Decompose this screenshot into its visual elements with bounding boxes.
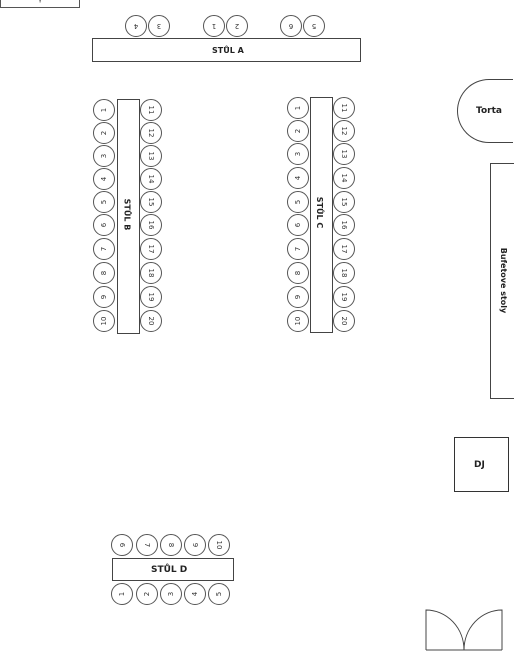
table-c-seat: 18 xyxy=(333,262,355,284)
table-b-seat: 17 xyxy=(140,238,162,260)
table-a: STŮL A xyxy=(92,38,361,62)
table-b-seat: 1 xyxy=(93,99,115,121)
dj-label: DJ xyxy=(474,460,485,470)
table-b-seat: 19 xyxy=(140,286,162,308)
table-d: STŮL D xyxy=(112,558,234,581)
table-d-seat: 5 xyxy=(208,583,230,605)
table-d-seat: 2 xyxy=(136,583,158,605)
table-b-seat: 4 xyxy=(93,168,115,190)
table-c-seat: 4 xyxy=(287,167,309,189)
table-c: STŮL C xyxy=(310,97,333,333)
torta-label: Torta xyxy=(476,106,502,116)
table-c-seat: 15 xyxy=(333,191,355,213)
table-c-seat: 8 xyxy=(287,262,309,284)
corner-label: γ xyxy=(38,0,42,3)
table-a-seat: 4 xyxy=(125,15,147,37)
table-d-seat: 6 xyxy=(111,534,133,556)
table-d-seat: 7 xyxy=(136,534,158,556)
table-a-label: STŮL A xyxy=(212,46,244,55)
table-a-seat: 1 xyxy=(203,15,225,37)
table-b-seat: 2 xyxy=(93,122,115,144)
table-c-seat: 3 xyxy=(287,143,309,165)
table-b-seat: 14 xyxy=(140,168,162,190)
table-c-seat: 2 xyxy=(287,120,309,142)
table-c-seat: 12 xyxy=(333,120,355,142)
table-b-seat: 20 xyxy=(140,310,162,332)
table-c-seat: 9 xyxy=(287,286,309,308)
table-c-seat: 14 xyxy=(333,167,355,189)
buffet-tables: Bufetove stoly xyxy=(490,163,514,399)
table-b-seat: 7 xyxy=(93,238,115,260)
table-b-seat: 5 xyxy=(93,191,115,213)
table-d-seat: 3 xyxy=(160,583,182,605)
table-b-seat: 8 xyxy=(93,262,115,284)
table-b-seat: 3 xyxy=(93,145,115,167)
table-c-seat: 20 xyxy=(333,310,355,332)
torta-table: Torta xyxy=(457,79,513,143)
table-b-seat: 15 xyxy=(140,191,162,213)
table-b-seat: 18 xyxy=(140,262,162,284)
table-d-label: STŮL D xyxy=(151,565,188,575)
door-icon xyxy=(425,609,503,651)
table-c-seat: 5 xyxy=(287,191,309,213)
table-d-seat: 10 xyxy=(208,534,230,556)
table-d-seat: 4 xyxy=(184,583,206,605)
table-a-seat: 5 xyxy=(303,15,325,37)
table-c-seat: 13 xyxy=(333,143,355,165)
table-c-seat: 7 xyxy=(287,238,309,260)
table-b-seat: 9 xyxy=(93,286,115,308)
dj-booth: DJ xyxy=(454,437,509,492)
table-b-seat: 11 xyxy=(140,99,162,121)
table-b-seat: 10 xyxy=(93,310,115,332)
table-c-seat: 11 xyxy=(333,97,355,119)
table-b-seat: 13 xyxy=(140,145,162,167)
table-d-seat: 1 xyxy=(111,583,133,605)
table-c-seat: 1 xyxy=(287,97,309,119)
table-d-seat: 8 xyxy=(160,534,182,556)
table-c-seat: 16 xyxy=(333,214,355,236)
table-b: STŮL B xyxy=(117,99,140,334)
corner-box: γ xyxy=(0,0,80,8)
table-b-seat: 16 xyxy=(140,214,162,236)
table-b-seat: 12 xyxy=(140,122,162,144)
table-c-seat: 6 xyxy=(287,214,309,236)
table-c-seat: 17 xyxy=(333,238,355,260)
table-c-seat: 19 xyxy=(333,286,355,308)
table-a-seat: 6 xyxy=(280,15,302,37)
table-c-seat: 10 xyxy=(287,310,309,332)
table-d-seat: 9 xyxy=(184,534,206,556)
table-b-seat: 6 xyxy=(93,214,115,236)
table-b-label: STŮL B xyxy=(122,198,132,231)
table-a-seat: 2 xyxy=(226,15,248,37)
table-c-label: STŮL C xyxy=(315,196,325,229)
table-a-seat: 3 xyxy=(148,15,170,37)
buffet-label: Bufetove stoly xyxy=(499,247,509,314)
